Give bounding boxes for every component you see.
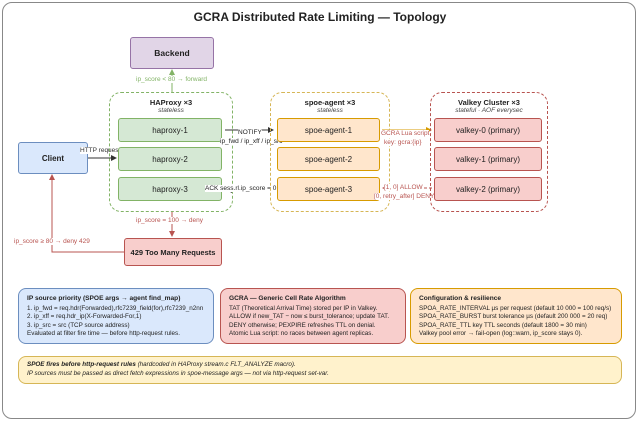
label-ack: ACK sess.rl.ip_score = 0 or 100 (205, 185, 297, 192)
label-deny: [0, retry_after] DENY (374, 193, 435, 200)
config-line: SPOA_RATE_TTL key TTL seconds (default 1… (419, 321, 587, 329)
label-notify-args: ip_fwd / ip_xff / ip_src (220, 138, 283, 145)
haproxy-group: HAProxy ×3 stateless (109, 92, 233, 212)
spoe-agent-2-node: spoe-agent-2 (277, 147, 380, 171)
label-deny-haproxy: ip_score = 100 → deny (136, 217, 204, 224)
haproxy-3-node: haproxy-3 (118, 177, 222, 201)
gcra-panel: GCRA — Generic Cell Rate Algorithm TAT (… (220, 288, 406, 344)
ip-source-panel: IP source priority (SPOE args → agent fi… (18, 288, 214, 344)
spoe-note-panel: SPOE fires before http-request rules (ha… (18, 356, 622, 384)
gcra-line: DENY otherwise; PEXPIRE refreshes TTL on… (229, 321, 376, 329)
spoe-note-rest: (hardcoded in HAProxy stream.c FLT_ANALY… (135, 361, 296, 368)
spoe-group-subtitle: stateless (317, 107, 343, 114)
spoe-agent-3-node: spoe-agent-3 (277, 177, 380, 201)
spoe-agent-1-node: spoe-agent-1 (277, 118, 380, 142)
valkey-group-subtitle: stateful · AOF everysec (455, 107, 523, 114)
valkey-group-title: Valkey Cluster ×3 (458, 98, 520, 107)
haproxy-1-node: haproxy-1 (118, 118, 222, 142)
gcra-line: ALLOW if new_TAT − now ≤ burst_tolerance… (229, 313, 390, 321)
diagram-title: GCRA Distributed Rate Limiting — Topolog… (193, 10, 447, 24)
spoe-note-line2: IP sources must be passed as direct fetc… (27, 369, 329, 377)
ip-source-line: 2. ip_xff = req.hdr_ip(X-Forwarded-For,1… (27, 313, 142, 321)
label-forward: ip_score < 80 → forward (136, 76, 207, 83)
client-node: Client (18, 142, 88, 174)
valkey-0-node: valkey-0 (primary) (434, 118, 542, 142)
label-lua-key: key: gcra:{ip} (384, 139, 422, 146)
config-line: Valkey pool error → fail-open (log::warn… (419, 330, 583, 338)
spoe-note-line1: SPOE fires before http-request rules (ha… (27, 361, 613, 370)
gcra-panel-title: GCRA — Generic Cell Rate Algorithm (229, 295, 346, 302)
label-http-request: HTTP request (80, 147, 121, 154)
spoe-group-title: spoe-agent ×3 (304, 98, 356, 107)
label-allow: [1, 0] ALLOW (384, 184, 423, 191)
diagram-frame (2, 2, 636, 419)
spoe-group: spoe-agent ×3 stateless (270, 92, 390, 212)
backend-node: Backend (130, 37, 214, 69)
config-line: SPOA_RATE_BURST burst tolerance µs (defa… (419, 313, 608, 321)
valkey-2-node: valkey-2 (primary) (434, 177, 542, 201)
label-notify: NOTIFY (238, 129, 262, 136)
too-many-requests-node: 429 Too Many Requests (124, 238, 222, 266)
config-line: SPOA_RATE_INTERVAL µs per request (defau… (419, 304, 612, 312)
label-lua-script: GCRA Lua script (381, 130, 430, 137)
ip-source-panel-title: IP source priority (SPOE args → agent fi… (27, 295, 181, 302)
spoe-note-bold: SPOE fires before http-request rules (27, 361, 136, 368)
label-deny-client: ip_score ≥ 80 → deny 429 (14, 238, 90, 245)
gcra-line: Atomic Lua script: no races between agen… (229, 330, 374, 338)
config-panel-title: Configuration & resilience (419, 295, 502, 302)
haproxy-group-title: HAProxy ×3 (149, 98, 193, 107)
ip-source-line: 1. ip_fwd = req.hdr(Forwarded),rfc7239_f… (27, 304, 204, 312)
edge-deny-client (49, 174, 124, 253)
config-panel: Configuration & resilience SPOA_RATE_INT… (410, 288, 622, 344)
ip-source-line: 3. ip_src = src (TCP source address) (27, 321, 130, 329)
haproxy-2-node: haproxy-2 (118, 147, 222, 171)
valkey-1-node: valkey-1 (primary) (434, 147, 542, 171)
haproxy-group-subtitle: stateless (158, 107, 184, 114)
gcra-line: TAT (Theoretical Arrival Time) stored pe… (229, 304, 378, 312)
valkey-group: Valkey Cluster ×3 stateful · AOF everyse… (430, 92, 548, 212)
ip-source-line: Evaluated at filter fire time — before h… (27, 330, 180, 338)
